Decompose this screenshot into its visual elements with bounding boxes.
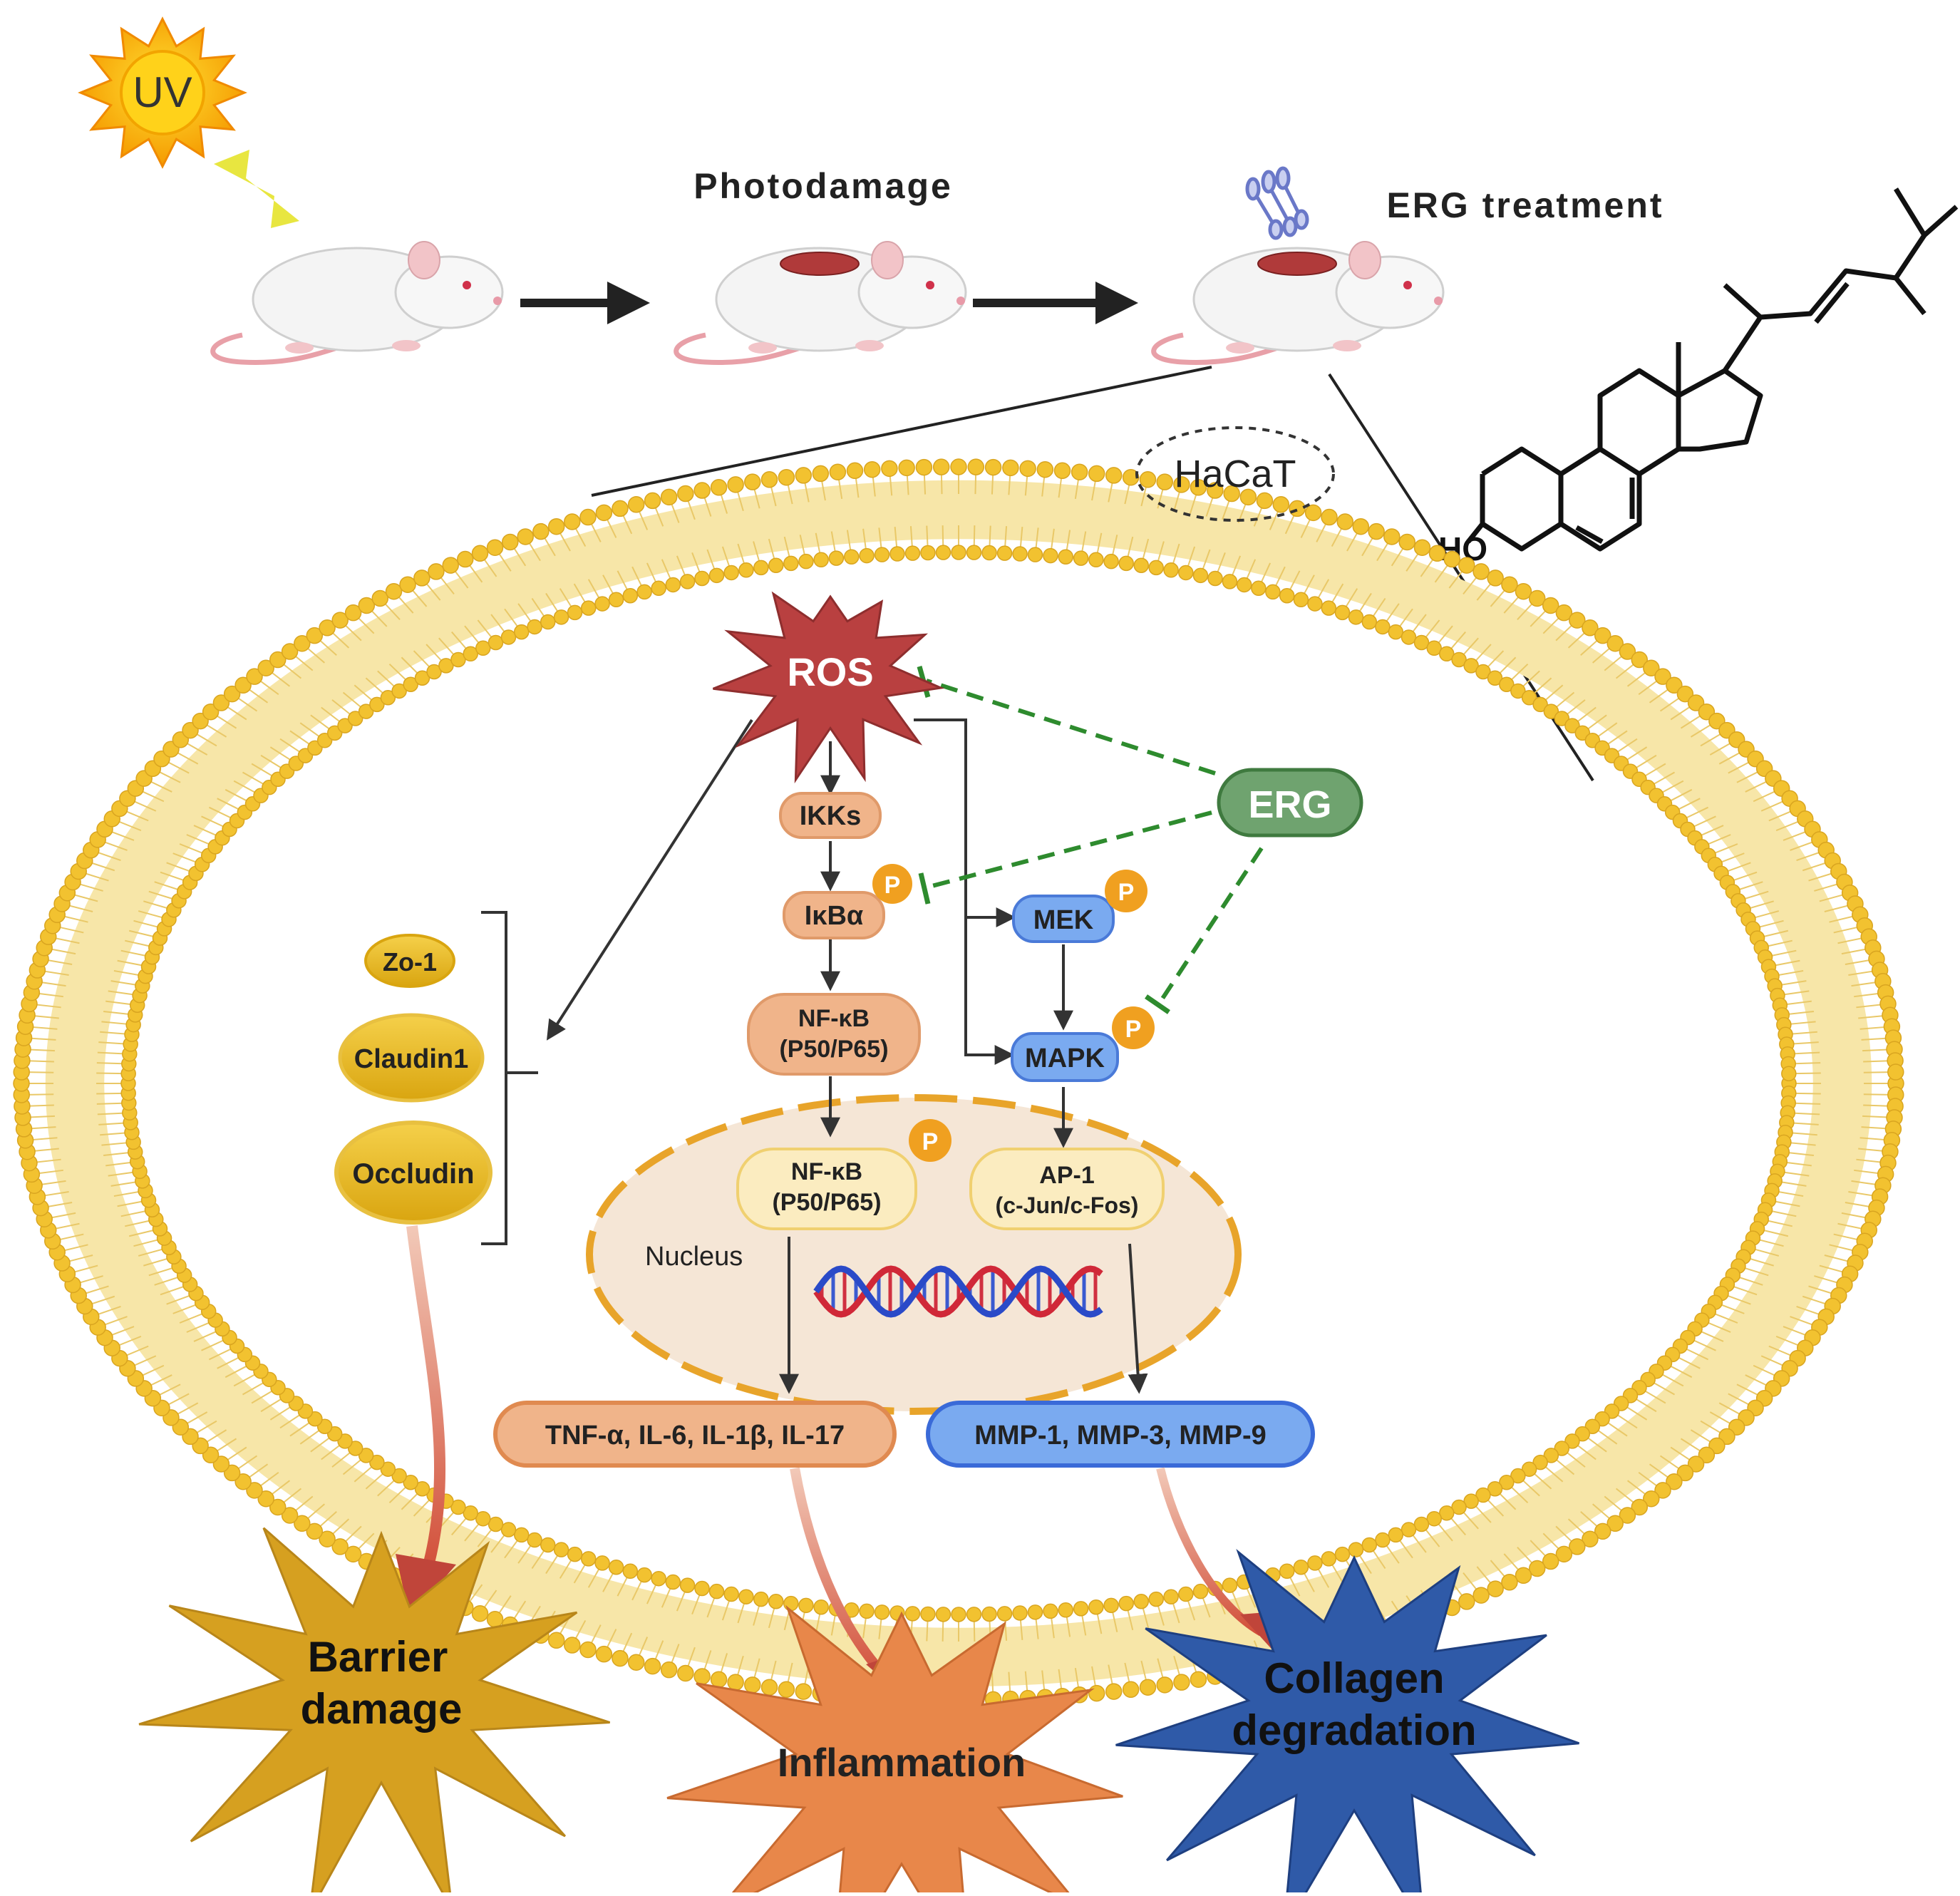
phospho-badge-ikba: P xyxy=(872,864,912,904)
ros-label: ROS xyxy=(787,649,873,694)
cytokines-node: TNF-α, IL-6, IL-1β, IL-17 xyxy=(493,1401,897,1468)
mek-node: MEK xyxy=(1012,895,1115,943)
nfkb-cyto-line1: NF-κB xyxy=(798,1005,870,1032)
hacat-outline xyxy=(1135,426,1335,522)
ikks-label: IKKs xyxy=(800,801,862,831)
inflammation-star: Inflammation xyxy=(666,1604,1123,1896)
ap1-line1: AP-1 xyxy=(1039,1162,1094,1189)
hacat-label: HaCaT xyxy=(1174,453,1296,495)
nfkb-nuc-line1: NF-κB xyxy=(791,1158,862,1185)
ikba-label: IκBα xyxy=(805,901,864,931)
claudin1-node: Claudin1 xyxy=(338,1013,485,1103)
zo1-label: Zo-1 xyxy=(383,947,437,977)
phospho-badge-mapk: P xyxy=(1112,1006,1155,1049)
phospho-label: P xyxy=(1118,879,1135,906)
erg-label: ERG xyxy=(1248,783,1331,826)
dna-icon xyxy=(813,1265,1103,1318)
collagen-degradation-star: Collagen degradation xyxy=(1115,1548,1580,1896)
phospho-label: P xyxy=(922,1128,939,1155)
occludin-node: Occludin xyxy=(334,1120,492,1225)
ikba-node: IκBα xyxy=(783,891,885,939)
inhibition-bars xyxy=(917,666,1170,1014)
collagen-label-1: Collagen xyxy=(1264,1654,1444,1702)
erg-treatment-label: ERG treatment xyxy=(1386,185,1664,225)
zo1-node: Zo-1 xyxy=(364,934,455,988)
ap1-line2: (c-Jun/c-Fos) xyxy=(996,1192,1139,1218)
ap1-node: AP-1 (c-Jun/c-Fos) xyxy=(969,1148,1165,1230)
claudin1-label: Claudin1 xyxy=(354,1044,468,1074)
erg-inhibition-lines xyxy=(926,679,1264,1006)
phospho-badge-nfkb: P xyxy=(909,1119,951,1162)
erg-node: ERG xyxy=(1217,768,1363,838)
phospho-badge-mek: P xyxy=(1105,870,1147,912)
nfkb-nucleus-node: NF-κB (P50/P65) xyxy=(736,1148,917,1230)
mek-label: MEK xyxy=(1033,905,1094,935)
phospho-label: P xyxy=(1125,1016,1142,1043)
mmps-node: MMP-1, MMP-3, MMP-9 xyxy=(926,1401,1315,1468)
mapk-node: MAPK xyxy=(1011,1032,1119,1082)
photodamage-label: Photodamage xyxy=(693,166,953,206)
cytokines-label: TNF-α, IL-6, IL-1β, IL-17 xyxy=(545,1421,845,1451)
nfkb-cytoplasm-node: NF-κB (P50/P65) xyxy=(747,993,921,1076)
mouse-icon-photodamaged xyxy=(674,241,967,365)
cell-membrane xyxy=(13,458,1904,1709)
lightning-icon xyxy=(214,150,299,228)
zoom-line-left xyxy=(591,366,1212,497)
phospho-label: P xyxy=(884,872,901,899)
barrier-damage-star: Barrier damage xyxy=(138,1527,611,1896)
inflammation-label: Inflammation xyxy=(778,1740,1026,1785)
barrier-label-1: Barrier xyxy=(308,1633,448,1681)
ros-star: ROS xyxy=(712,591,945,784)
cotton-swab-icon xyxy=(1245,166,1309,240)
ikks-node: IKKs xyxy=(779,792,882,839)
sun-icon: UV xyxy=(78,16,247,169)
pathway-connectors xyxy=(481,718,1148,1394)
nucleus-label: Nucleus xyxy=(645,1242,743,1272)
mmps-label: MMP-1, MMP-3, MMP-9 xyxy=(974,1421,1267,1451)
occludin-label: Occludin xyxy=(352,1158,474,1190)
uv-label: UV xyxy=(133,68,192,116)
collagen-label-2: degradation xyxy=(1232,1706,1476,1754)
mouse-icon-normal xyxy=(210,241,504,365)
mapk-label: MAPK xyxy=(1025,1044,1105,1073)
nfkb-nuc-line2: (P50/P65) xyxy=(772,1189,881,1216)
ergosterol-structure xyxy=(1466,187,1959,552)
mouse-icon-treated xyxy=(1151,241,1445,365)
nfkb-cyto-line2: (P50/P65) xyxy=(779,1036,888,1063)
barrier-label-2: damage xyxy=(301,1685,463,1733)
